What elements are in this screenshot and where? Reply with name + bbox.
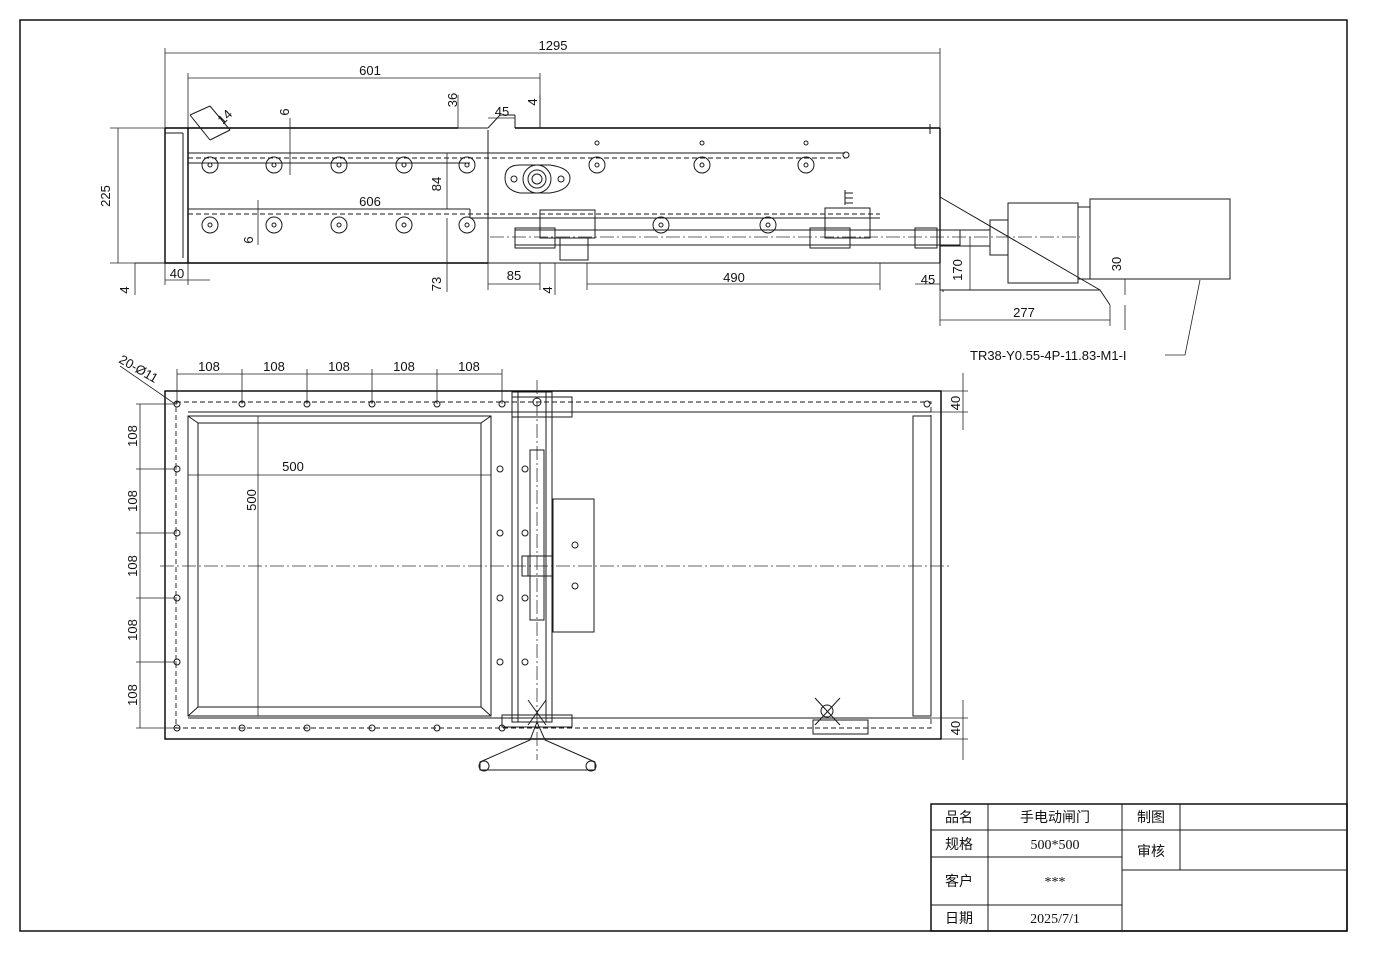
dim-14: 14: [214, 106, 235, 127]
dim-pitch-y-3: 108: [125, 555, 140, 577]
dim-margin-40-bottom: 40: [948, 721, 963, 735]
dim-pitch-x-3: 108: [328, 359, 350, 374]
dim-pitch-x-2: 108: [263, 359, 285, 374]
spec-label: 规格: [945, 837, 973, 853]
dim-45b: 45: [921, 272, 935, 287]
lead-screw: [478, 391, 597, 772]
date-label: 日期: [945, 911, 973, 927]
dim-height-500: 500: [244, 489, 259, 511]
dim-1295: 1295: [539, 38, 568, 53]
dim-pitch-x-4: 108: [393, 359, 415, 374]
dim-pitch-x-5: 108: [458, 359, 480, 374]
dim-85: 85: [507, 268, 521, 283]
spec-value: 500*500: [1031, 838, 1080, 853]
checked-label: 审核: [1137, 844, 1165, 860]
dim-pitch-y-5: 108: [125, 684, 140, 706]
product-name-label: 品名: [945, 810, 973, 826]
dim-holes: 20-Ø11: [117, 352, 161, 386]
dim-pitch-y-2: 108: [125, 490, 140, 512]
dim-490: 490: [723, 270, 745, 285]
dim-6a: 6: [277, 108, 292, 115]
dim-4a: 4: [525, 98, 540, 105]
side-view: 1295 601 36 45 4 6 14 225 84 606 6 40 4 …: [98, 38, 1231, 363]
date-value: 2025/7/1: [1030, 912, 1080, 927]
dim-84: 84: [429, 177, 444, 191]
dim-40: 40: [170, 266, 184, 281]
dim-73: 73: [429, 277, 444, 291]
dim-36: 36: [445, 93, 460, 107]
dim-45a: 45: [495, 104, 509, 119]
dim-170: 170: [950, 259, 965, 281]
customer-value: ***: [1045, 875, 1066, 890]
dim-width-500: 500: [282, 459, 304, 474]
customer-label: 客户: [945, 873, 973, 890]
bearing-housing: [504, 164, 571, 194]
plan-view: 20-Ø11 108 108 108 108 108 108 108 108 1…: [117, 352, 968, 772]
dim-30: 30: [1109, 257, 1124, 271]
drawing-frame: [19, 19, 1348, 932]
dim-277: 277: [1013, 305, 1035, 320]
drawn-label: 制图: [1137, 810, 1165, 826]
motor: [939, 196, 1231, 306]
dim-225: 225: [98, 185, 113, 207]
dim-601: 601: [359, 63, 381, 78]
title-block: 品名 手电动闸门 制图 规格 500*500 审核 客户 *** 日期 2025…: [930, 803, 1348, 932]
motor-model-label: TR38-Y0.55-4P-11.83-M1-I: [970, 348, 1127, 363]
dim-4c: 4: [540, 286, 555, 293]
dim-pitch-y-4: 108: [125, 619, 140, 641]
dim-4b: 4: [117, 286, 132, 293]
dim-margin-40-top: 40: [948, 396, 963, 410]
dim-pitch-y-1: 108: [125, 425, 140, 447]
dim-pitch-x-1: 108: [198, 359, 220, 374]
dim-606: 606: [359, 194, 381, 209]
product-name-value: 手电动闸门: [1020, 810, 1090, 826]
dim-6b: 6: [241, 236, 256, 243]
